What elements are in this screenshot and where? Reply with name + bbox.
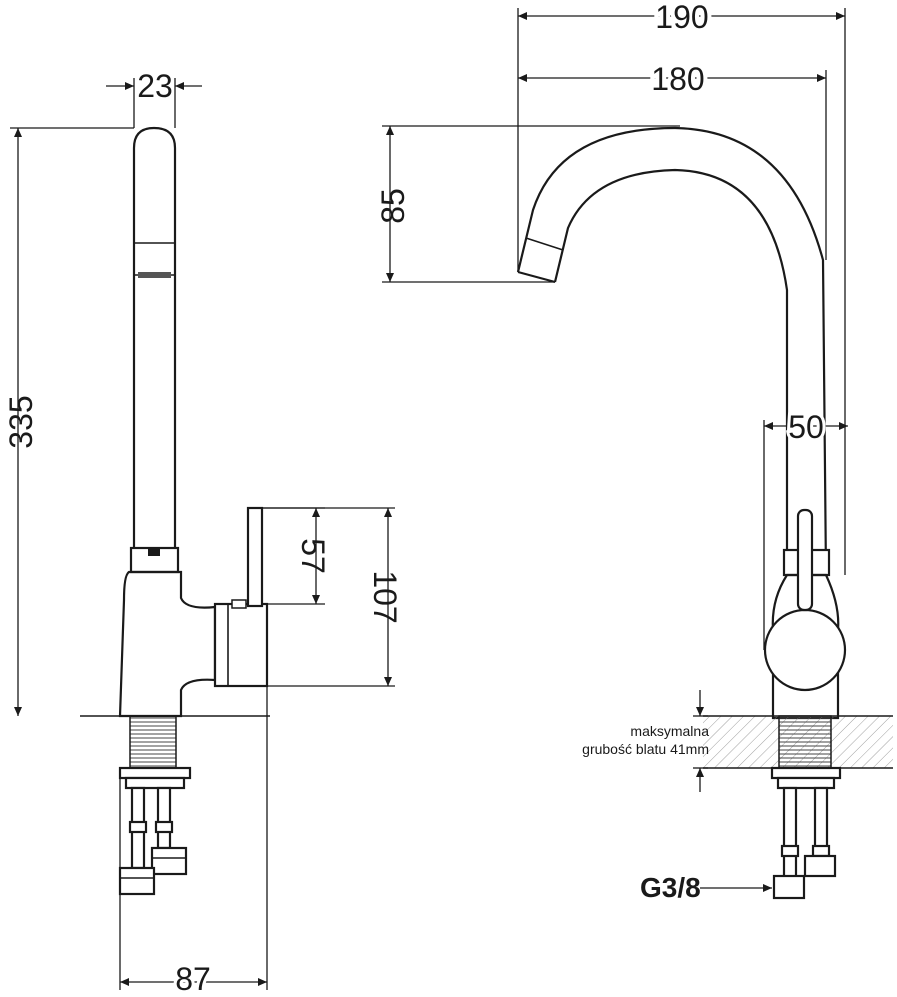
note-line-1: maksymalna [630, 723, 709, 739]
front-view: 190 180 85 50 maksymalna grubość blatu 4… [375, 0, 893, 903]
dim-180: 180 [651, 61, 704, 97]
dim-190: 190 [655, 0, 708, 35]
side-view: 23 335 57 107 87 [3, 68, 403, 997]
spout-outer [516, 126, 828, 576]
lever [246, 506, 264, 608]
dim-335: 335 [3, 395, 39, 448]
body [118, 570, 217, 718]
spout-inner [553, 168, 789, 575]
dim-85: 85 [375, 188, 411, 224]
lever-disc [763, 608, 847, 692]
dim-50: 50 [788, 409, 824, 445]
spout-pipe [132, 126, 177, 548]
front-lever [796, 508, 814, 612]
threaded-shank [129, 715, 177, 769]
dim-107: 107 [367, 570, 403, 623]
hose-2 [156, 786, 172, 850]
dim-57: 57 [295, 538, 331, 574]
dim-87: 87 [175, 961, 211, 997]
aerator [138, 272, 171, 278]
lever-block [213, 602, 269, 688]
dim-23: 23 [137, 68, 173, 104]
connector-label: G3/8 [640, 872, 701, 903]
note-line-2: grubość blatu 41mm [582, 741, 709, 757]
